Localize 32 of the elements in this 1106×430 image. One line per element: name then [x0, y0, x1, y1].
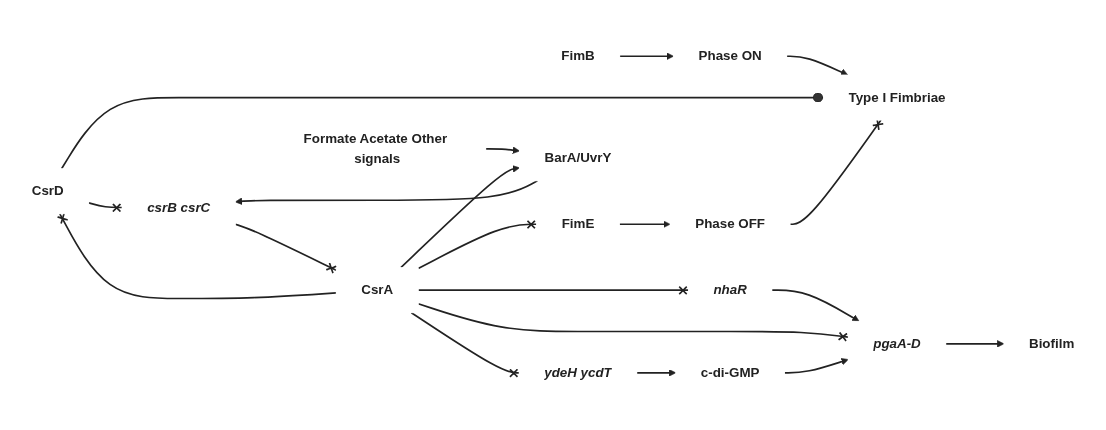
node-text: Phase OFF: [695, 217, 766, 232]
node-text: pgaA-D: [873, 336, 921, 351]
node-text: csrB csrC: [147, 200, 211, 215]
connector: [417, 286, 690, 296]
node-text: Formate Acetate Other signals: [303, 131, 448, 167]
connector: [234, 223, 338, 275]
connector: [417, 303, 850, 343]
arrow: [618, 221, 671, 229]
connector: [87, 202, 123, 213]
arrow: [783, 358, 849, 375]
node-text: Biofilm: [1029, 336, 1075, 351]
node-text: Type I Fimbriae: [848, 90, 946, 105]
arrow: [944, 340, 1005, 348]
node-text: FimE: [561, 217, 595, 232]
node-text: BarA/UvrY: [544, 151, 612, 166]
connector: [410, 312, 520, 379]
arrow: [618, 53, 674, 61]
node-text: CsrD: [31, 184, 64, 199]
arrow: [635, 369, 677, 377]
node-text: c-di-GMP: [700, 365, 760, 380]
connector: [56, 213, 338, 300]
node-text: CsrA: [361, 283, 394, 298]
node-text: FimB: [561, 49, 595, 64]
node-text: Phase ON: [698, 49, 762, 64]
connector: [60, 92, 825, 171]
connector: [789, 119, 885, 226]
arrow: [400, 165, 520, 269]
arrow: [484, 147, 520, 155]
node-text: nhaR: [713, 283, 747, 298]
arrow: [771, 289, 860, 323]
connector: [417, 220, 538, 270]
arrow: [785, 55, 849, 77]
